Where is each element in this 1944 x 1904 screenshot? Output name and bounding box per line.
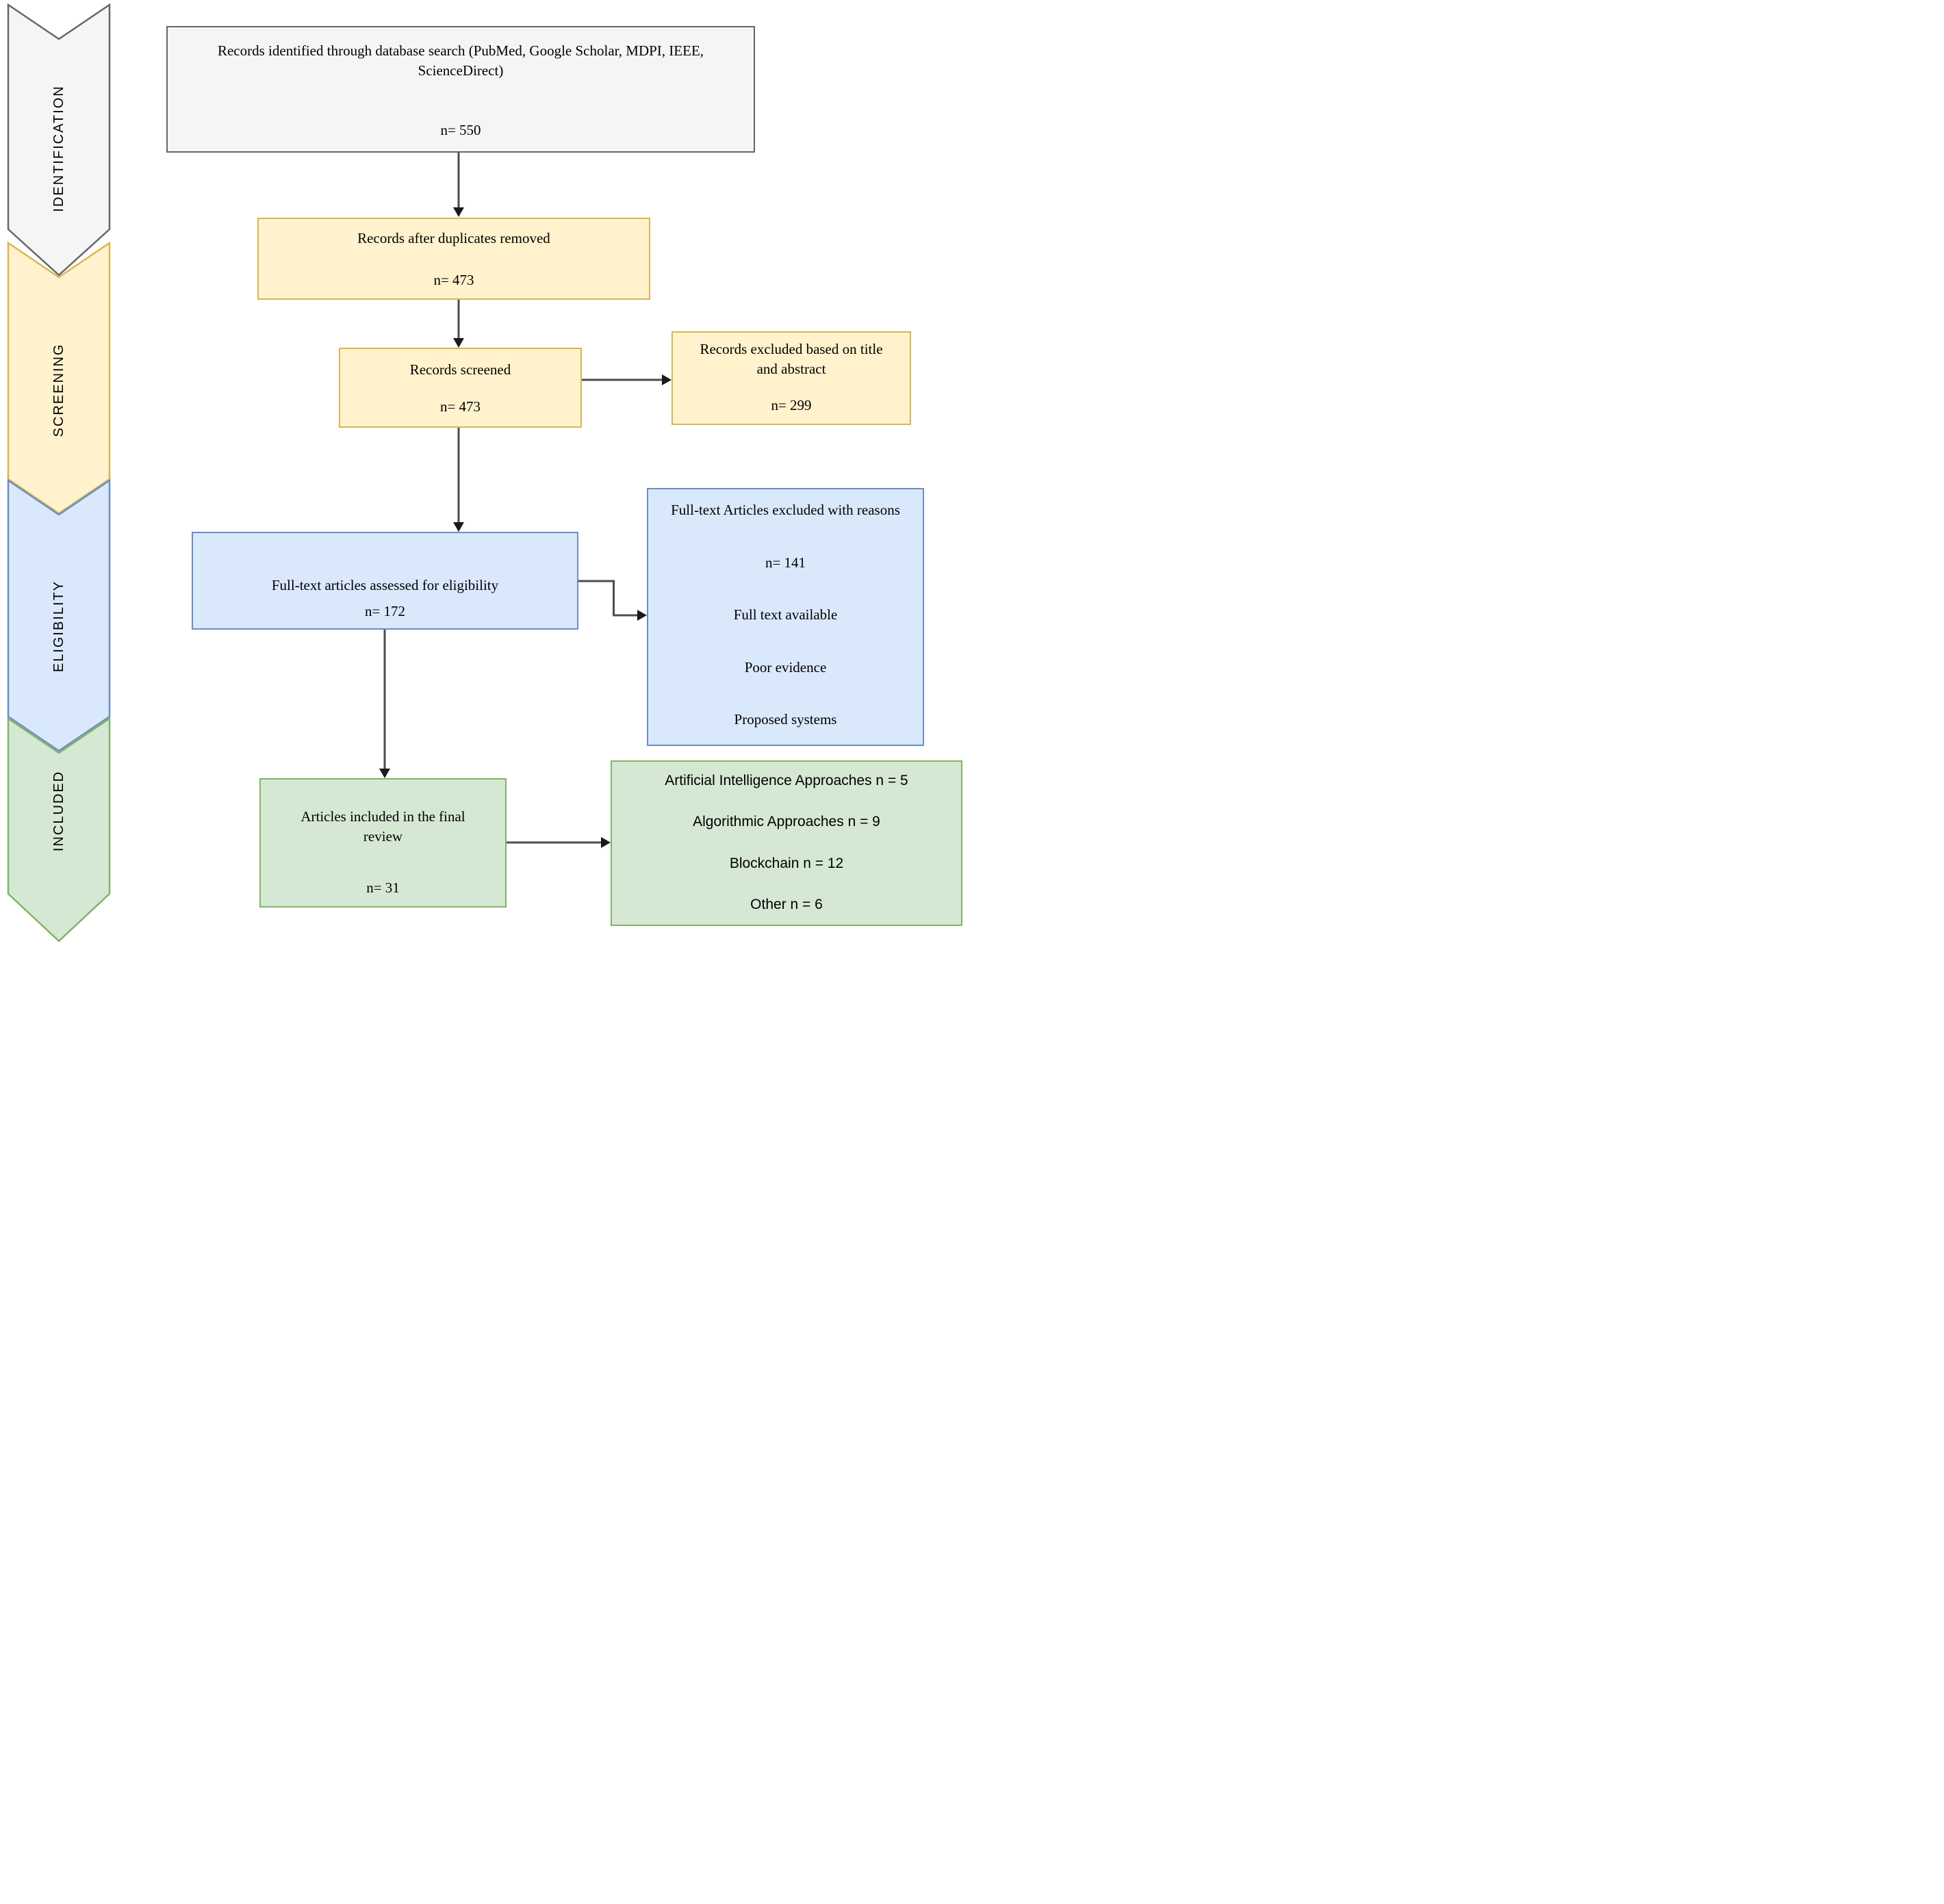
approach-category: Artificial Intelligence Approaches n = 5 (665, 773, 908, 788)
box-fulltext-assessed: Full-text articles assessed for eligibil… (192, 532, 578, 630)
stage-label-screening: SCREENING (51, 344, 66, 437)
approach-category: Blockchain n = 12 (729, 855, 844, 871)
arrowhead-down-icon (453, 522, 464, 532)
box-fulltext-excluded-count: n= 141 (765, 554, 806, 571)
box-records-excluded-label: Records excluded based on title and abst… (700, 341, 883, 377)
arrowhead-down-icon (453, 207, 464, 217)
exclusion-reason: Full text available (733, 606, 838, 623)
exclusion-reason: Proposed systems (734, 711, 837, 728)
box-fulltext-assessed-count: n= 172 (364, 603, 406, 620)
box-records-screened-count: n= 473 (439, 398, 481, 415)
box-fulltext-assessed-label: Full-text articles assessed for eligibil… (271, 577, 499, 593)
box-duplicates-removed-count: n= 473 (433, 272, 474, 289)
approach-category: Algorithmic Approaches n = 9 (693, 814, 880, 830)
arrowhead-down-icon (379, 769, 390, 778)
stage-chevron-included (7, 717, 111, 942)
arrowhead-right-icon (662, 374, 672, 385)
box-records-screened-label: Records screened (409, 361, 511, 378)
approach-category: Other n = 6 (750, 897, 823, 913)
box-duplicates-removed-label: Records after duplicates removed (357, 230, 550, 246)
box-records-identified-count: n= 550 (440, 122, 481, 139)
stage-chevron-eligibility (7, 478, 111, 752)
prisma-flow-diagram: IDENTIFICATION SCREENING ELIGIBILITY INCLUD… (0, 0, 972, 952)
box-articles-included-label: Articles included in the final review (300, 808, 465, 845)
box-articles-included: Articles included in the final review n=… (259, 778, 507, 908)
box-records-excluded: Records excluded based on title and abst… (672, 331, 911, 425)
arrowhead-right-icon (637, 610, 647, 621)
box-records-screened: Records screened n= 473 (339, 348, 582, 428)
arrowhead-right-icon (601, 837, 611, 848)
box-records-excluded-count: n= 299 (771, 397, 812, 414)
box-fulltext-excluded-label: Full-text Articles excluded with reasons (671, 502, 900, 518)
stage-chevron-identification (7, 3, 111, 276)
box-records-identified-label: Records identified through database sear… (217, 42, 704, 79)
box-fulltext-excluded: Full-text Articles excluded with reasons… (647, 488, 924, 746)
box-records-identified: Records identified through database sear… (166, 26, 755, 153)
box-duplicates-removed: Records after duplicates removed n= 473 (257, 218, 650, 300)
box-approach-categories: Artificial Intelligence Approaches n = 5… (611, 760, 962, 926)
exclusion-reason: Poor evidence (744, 658, 827, 676)
stage-label-included: INCLUDED (51, 771, 66, 851)
box-articles-included-count: n= 31 (366, 879, 400, 897)
arrow-fulltext-to-excluded (578, 580, 637, 617)
arrowhead-down-icon (453, 338, 464, 348)
stage-chevron-screening (7, 241, 111, 515)
stage-label-identification: IDENTIFICATION (51, 85, 66, 211)
stage-label-eligibility: ELIGIBILITY (51, 580, 66, 672)
